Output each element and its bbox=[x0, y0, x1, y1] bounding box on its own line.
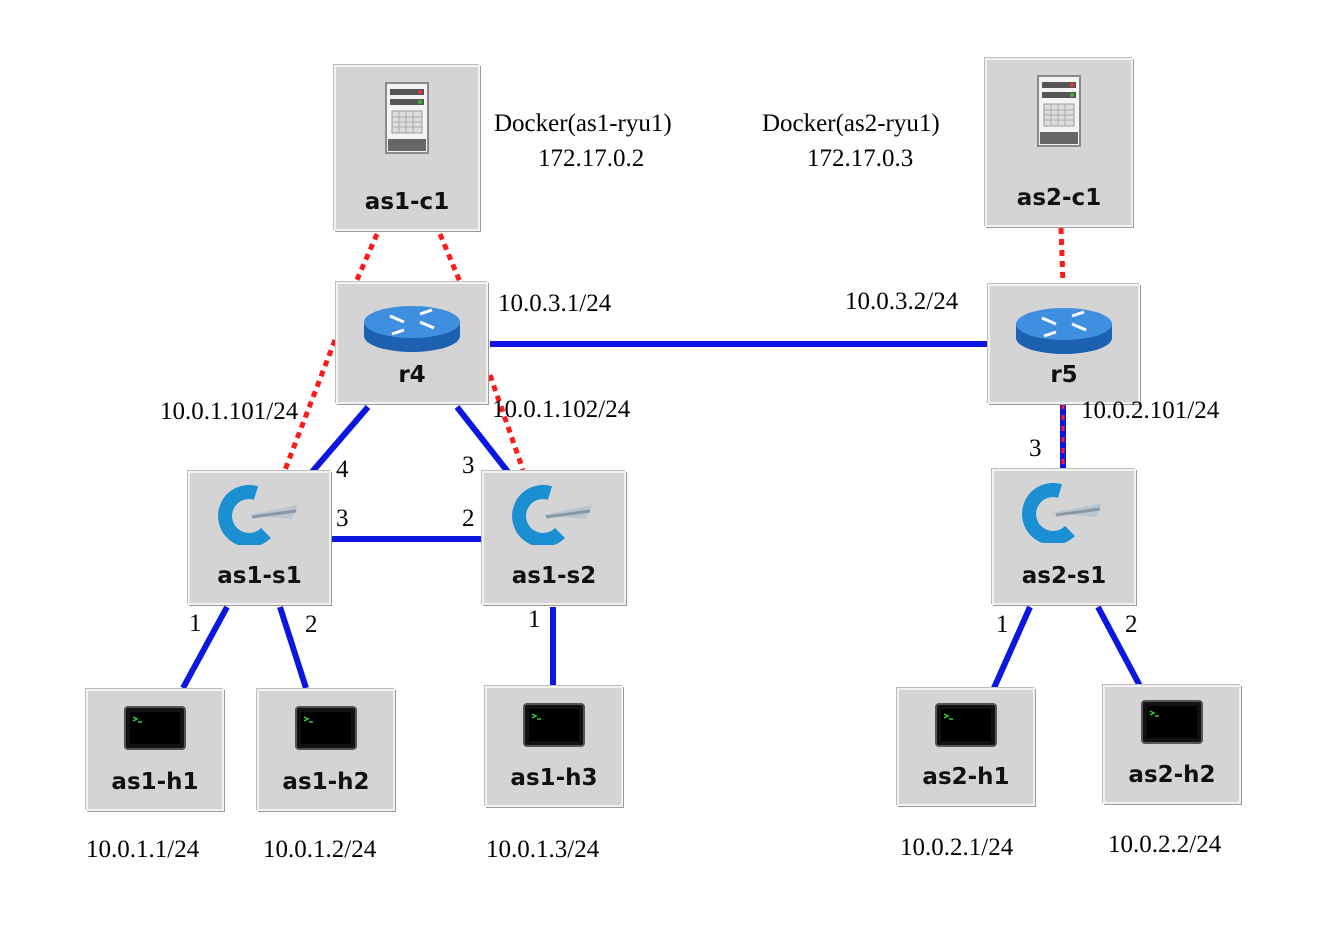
node-label: r4 bbox=[398, 362, 426, 388]
as1-h1-ip: 10.0.1.1/24 bbox=[86, 836, 200, 863]
node-label: as2-c1 bbox=[1016, 185, 1102, 211]
port-label: 3 bbox=[1029, 435, 1042, 462]
node-as1-s1[interactable]: as1-s1 bbox=[188, 471, 331, 605]
terminal-icon bbox=[935, 703, 997, 747]
link-r4-as1-s2 bbox=[454, 405, 511, 474]
as2-docker-ip: 172.17.0.3 bbox=[807, 145, 914, 172]
link-as1-s1-as1-h1 bbox=[180, 605, 230, 690]
link-r4-as1-s1 bbox=[309, 405, 371, 474]
r4-s1-ip: 10.0.1.101/24 bbox=[160, 398, 299, 425]
server-icon bbox=[385, 82, 429, 154]
as1-h2-ip: 10.0.1.2/24 bbox=[263, 836, 377, 863]
control-as1-c1-r4-b bbox=[437, 233, 463, 283]
as1-h3-ip: 10.0.1.3/24 bbox=[486, 836, 600, 863]
switch-icon bbox=[217, 485, 298, 545]
port-label: 1 bbox=[189, 610, 202, 637]
link-as2-s1-as2-h1 bbox=[991, 605, 1033, 690]
port-label: 1 bbox=[996, 611, 1009, 638]
node-label: as2-h2 bbox=[1128, 762, 1216, 788]
node-as2-h1[interactable]: as2-h1 bbox=[897, 688, 1035, 806]
link-as2-s1-as2-h2 bbox=[1095, 605, 1143, 688]
control-r4-as1-s1 bbox=[282, 339, 338, 471]
node-r4[interactable]: r4 bbox=[336, 282, 488, 404]
link-as1-s1-as1-h2 bbox=[277, 606, 309, 689]
node-as1-h1[interactable]: as1-h1 bbox=[86, 689, 224, 811]
node-as2-h2[interactable]: as2-h2 bbox=[1103, 685, 1241, 804]
terminal-icon bbox=[523, 703, 585, 747]
node-as1-h3[interactable]: as1-h3 bbox=[485, 686, 623, 807]
r4-s2-ip: 10.0.1.102/24 bbox=[492, 396, 631, 423]
node-as1-s2[interactable]: as1-s2 bbox=[482, 471, 626, 605]
server-icon bbox=[1037, 75, 1081, 147]
router-icon bbox=[1016, 308, 1112, 354]
terminal-icon bbox=[1141, 700, 1203, 744]
node-as1-c1[interactable]: as1-c1 bbox=[334, 65, 480, 231]
as2-h1-ip: 10.0.2.1/24 bbox=[900, 834, 1014, 861]
node-label: r5 bbox=[1050, 362, 1078, 388]
node-r5[interactable]: r5 bbox=[988, 284, 1140, 404]
node-as2-c1[interactable]: as2-c1 bbox=[985, 58, 1133, 227]
r4-r5-left-ip: 10.0.3.1/24 bbox=[498, 290, 612, 317]
control-r4-as1-s2 bbox=[487, 374, 526, 471]
as1-docker-ip: 172.17.0.2 bbox=[538, 145, 645, 172]
port-label: 3 bbox=[462, 452, 475, 479]
node-label: as2-s1 bbox=[1021, 563, 1107, 589]
switch-icon bbox=[512, 485, 592, 545]
terminal-icon bbox=[124, 706, 186, 750]
port-label: 1 bbox=[528, 606, 541, 633]
switch-icon bbox=[1022, 483, 1102, 543]
as2-h2-ip: 10.0.2.2/24 bbox=[1108, 831, 1222, 858]
node-label: as1-c1 bbox=[364, 189, 450, 215]
port-label: 2 bbox=[462, 505, 475, 532]
node-label: as1-s2 bbox=[511, 563, 597, 589]
port-label: 3 bbox=[336, 505, 349, 532]
as1-docker-label: Docker(as1-ryu1) bbox=[494, 110, 672, 137]
control-as2-c1-r5 bbox=[1058, 227, 1066, 285]
as2-docker-label: Docker(as2-ryu1) bbox=[762, 110, 940, 137]
node-label: as1-h3 bbox=[510, 765, 598, 791]
terminal-icon bbox=[295, 706, 357, 750]
r5-s1-ip: 10.0.2.101/24 bbox=[1081, 397, 1220, 424]
node-label: as2-h1 bbox=[922, 764, 1010, 790]
port-label: 2 bbox=[305, 611, 318, 638]
node-as2-s1[interactable]: as2-s1 bbox=[992, 469, 1136, 605]
control-as1-c1-r4-a bbox=[353, 232, 380, 284]
node-label: as1-h1 bbox=[111, 769, 199, 795]
r4-r5-right-ip: 10.0.3.2/24 bbox=[845, 288, 959, 315]
node-label: as1-s1 bbox=[217, 563, 302, 589]
node-as1-h2[interactable]: as1-h2 bbox=[257, 689, 395, 811]
port-label: 4 bbox=[336, 456, 349, 483]
node-label: as1-h2 bbox=[282, 769, 370, 795]
router-icon bbox=[364, 306, 460, 352]
port-label: 2 bbox=[1125, 611, 1138, 638]
